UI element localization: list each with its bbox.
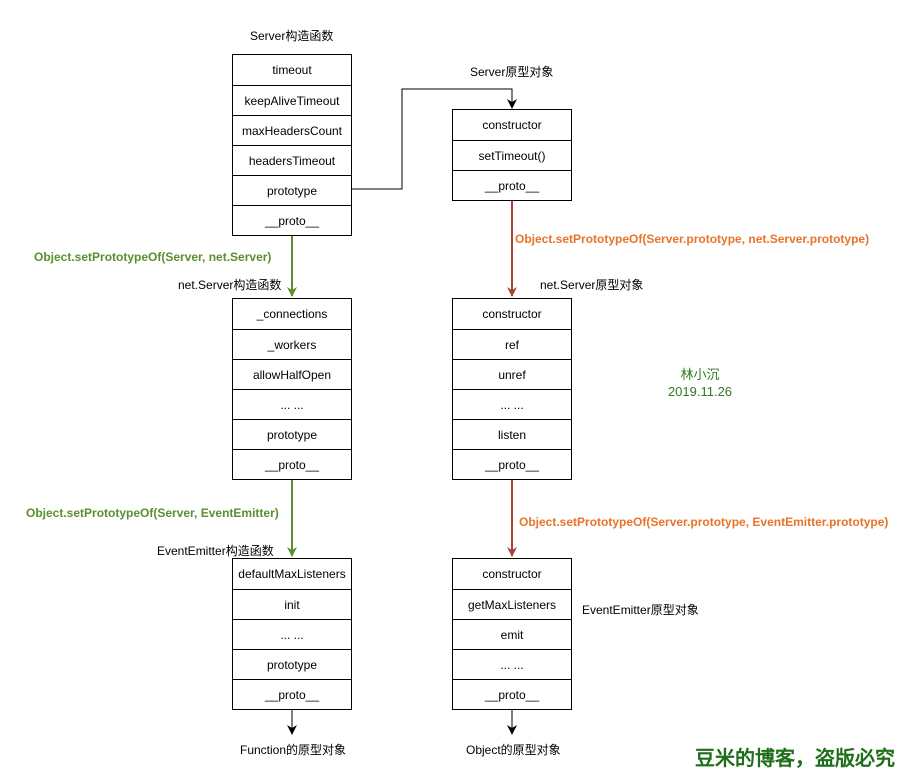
server-ctor-box: timeout keepAliveTimeout maxHeadersCount… (232, 54, 352, 236)
set-proto-emitter-label: Object.setPrototypeOf(Server, EventEmitt… (26, 506, 279, 520)
emitter-ctor-title: EventEmitter构造函数 (157, 544, 274, 558)
watermark-text: 豆米的博客，盗版必究 (695, 746, 895, 770)
netserver-proto-box: constructor ref unref ... ... listen __p… (452, 298, 572, 480)
box-cell: __proto__ (453, 449, 571, 479)
box-cell: listen (453, 419, 571, 449)
box-cell: __proto__ (453, 679, 571, 709)
box-cell: ... ... (453, 649, 571, 679)
box-cell: maxHeadersCount (233, 115, 351, 145)
box-cell: ... ... (233, 389, 351, 419)
box-cell: _workers (233, 329, 351, 359)
author-name: 林小沉 (680, 367, 720, 382)
server-proto-title: Server原型对象 (470, 65, 554, 79)
netserver-ctor-title: net.Server构造函数 (178, 278, 282, 292)
box-cell: defaultMaxListeners (238, 567, 346, 581)
box-cell: __proto__ (233, 205, 351, 235)
set-proto-netserver-prototype-label: Object.setPrototypeOf(Server.prototype, … (515, 232, 870, 246)
box-cell: prototype (233, 649, 351, 679)
box-cell: __proto__ (453, 170, 571, 200)
box-cell: constructor (482, 567, 542, 581)
box-cell: ... ... (453, 389, 571, 419)
netserver-proto-title: net.Server原型对象 (540, 278, 644, 292)
server-ctor-title: Server构造函数 (250, 29, 334, 43)
set-proto-emitter-prototype-label: Object.setPrototypeOf(Server.prototype, … (519, 515, 889, 529)
author-signature: 林小沉 2019.11.26 (655, 366, 745, 400)
object-proto-title: Object的原型对象 (466, 743, 561, 757)
function-proto-title: Function的原型对象 (240, 743, 347, 757)
box-cell: prototype (233, 175, 351, 205)
box-cell: emit (453, 619, 571, 649)
box-cell: constructor (482, 118, 542, 132)
box-cell: __proto__ (233, 449, 351, 479)
author-date: 2019.11.26 (667, 384, 733, 399)
box-cell: timeout (272, 63, 312, 77)
emitter-proto-title: EventEmitter原型对象 (582, 603, 699, 617)
box-cell: keepAliveTimeout (233, 85, 351, 115)
box-cell: init (233, 589, 351, 619)
box-cell: unref (453, 359, 571, 389)
box-cell: headersTimeout (233, 145, 351, 175)
box-cell: constructor (482, 307, 542, 321)
server-proto-box: constructor setTimeout() __proto__ (452, 109, 572, 201)
prototype-link-arrow (352, 88, 517, 190)
set-proto-netserver-label: Object.setPrototypeOf(Server, net.Server… (34, 250, 272, 264)
box-cell: allowHalfOpen (233, 359, 351, 389)
emitter-proto-box: constructor getMaxListeners emit ... ...… (452, 558, 572, 710)
box-cell: setTimeout() (453, 140, 571, 170)
box-cell: ref (453, 329, 571, 359)
emitter-ctor-box: defaultMaxListeners init ... ... prototy… (232, 558, 352, 710)
box-cell: prototype (233, 419, 351, 449)
box-cell: ... ... (233, 619, 351, 649)
netserver-ctor-box: _connections _workers allowHalfOpen ... … (232, 298, 352, 480)
box-cell: _connections (256, 307, 328, 321)
box-cell: getMaxListeners (453, 589, 571, 619)
box-cell: __proto__ (233, 679, 351, 709)
